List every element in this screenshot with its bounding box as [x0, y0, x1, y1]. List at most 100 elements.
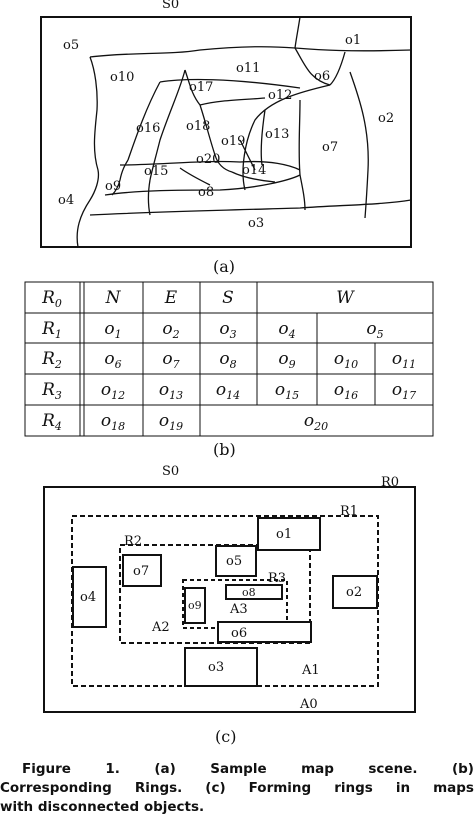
object-label: o4 — [80, 590, 96, 605]
subfigure-label-a: (a) — [213, 257, 235, 276]
region-label: o10 — [110, 70, 134, 85]
table-cell: W — [336, 288, 355, 308]
caption-word: (c) — [205, 780, 226, 796]
object-box — [184, 647, 258, 687]
ring-header-cell: R2 — [41, 349, 62, 371]
object-label: o6 — [231, 626, 247, 641]
table-cell: o9 — [278, 349, 295, 371]
region-label: o17 — [189, 80, 213, 95]
object-label: o5 — [226, 554, 242, 569]
ring-labels: R0 R1 R2 R3 — [124, 475, 399, 586]
caption-word: Sample — [210, 761, 267, 777]
caption-word: Forming — [248, 780, 312, 796]
table-cell: o19 — [159, 411, 183, 433]
map-frame — [40, 16, 412, 248]
region-label: o19 — [221, 134, 245, 149]
region-label: o9 — [105, 179, 121, 194]
table-cell: o18 — [101, 411, 125, 433]
table-cell: o1 — [104, 319, 121, 341]
object-box — [257, 517, 321, 551]
object-label: o9 — [188, 599, 202, 612]
subfigure-label-b: (b) — [213, 440, 236, 459]
table-cell: o8 — [219, 349, 236, 371]
area-label: A2 — [151, 620, 170, 635]
object-box — [215, 545, 257, 577]
ring-label: R3 — [268, 571, 286, 586]
figure-caption: Figure 1. (a) Sample map scene. (b) Corr… — [0, 760, 474, 817]
caption-word: rings — [334, 780, 373, 796]
table-cell: o5 — [366, 319, 383, 341]
table-cell: o7 — [162, 349, 179, 371]
scene-label-c: S0 — [162, 464, 179, 479]
region-label: o3 — [248, 216, 264, 231]
scene-label-a: S0 — [162, 0, 179, 12]
object-box — [122, 554, 162, 587]
region-label: o15 — [144, 164, 168, 179]
table-cell: o13 — [159, 380, 183, 402]
caption-word: Figure — [22, 761, 71, 777]
ring-header-cell: R1 — [41, 319, 62, 341]
table-cell: o11 — [392, 349, 416, 371]
region-boundaries — [76, 16, 412, 248]
object-label: o1 — [276, 527, 292, 542]
region-label: o18 — [186, 119, 210, 134]
table-cell: o12 — [101, 380, 125, 402]
subfigure-label-c: (c) — [215, 727, 236, 746]
object-box — [72, 566, 107, 628]
ring-label: R0 — [381, 475, 399, 490]
panel-c-rings-diagram: S0 o1 o2 o3 o4 o5 o6 o7 o8 o9 R — [43, 464, 416, 746]
table-cell: o15 — [275, 380, 299, 402]
caption-word: map — [301, 761, 334, 777]
ring-header-cell: R4 — [41, 411, 62, 433]
region-label: o20 — [196, 152, 220, 167]
object-boxes — [72, 517, 378, 687]
caption-word: in — [395, 780, 411, 796]
table-cell: o4 — [278, 319, 295, 341]
caption-word: 1. — [105, 761, 120, 777]
caption-word: (b) — [451, 761, 474, 777]
object-label: o3 — [208, 660, 224, 675]
table-cell: o16 — [334, 380, 358, 402]
caption-line-2: Corresponding Rings. (c) Forming rings i… — [0, 779, 474, 798]
table-cell: o14 — [216, 380, 240, 402]
table-grid — [24, 281, 434, 437]
caption-word: maps — [433, 780, 474, 796]
ring-label: R1 — [340, 504, 358, 519]
table-cell: o6 — [104, 349, 121, 371]
region-label: o16 — [136, 121, 160, 136]
area-label: A3 — [229, 602, 248, 617]
object-box — [217, 621, 312, 643]
object-box — [225, 584, 283, 600]
region-label: o6 — [314, 69, 330, 84]
region-label: o5 — [63, 38, 79, 53]
region-label: o12 — [268, 88, 292, 103]
table-cell: o10 — [334, 349, 358, 371]
panel-a-map: S0 o1 — [40, 0, 412, 276]
region-label: o4 — [58, 193, 74, 208]
table-cell: o17 — [392, 380, 416, 402]
caption-line-1: Figure 1. (a) Sample map scene. (b) — [0, 760, 474, 779]
object-box — [184, 587, 206, 624]
caption-line-3: with disconnected objects. — [0, 799, 205, 815]
caption-word: Corresponding — [0, 780, 112, 796]
ring-header-cell: R0 — [41, 288, 62, 310]
table-cell: o20 — [304, 411, 328, 433]
caption-word: (a) — [154, 761, 176, 777]
region-label: o2 — [378, 111, 394, 126]
area-labels: A0 A1 A2 A3 — [151, 602, 320, 712]
object-labels: o1 o2 o3 o4 o5 o6 o7 o8 o9 — [80, 527, 362, 675]
region-labels: o1 o2 o3 o4 o5 o6 o7 o8 o9 o10 o11 o12 o… — [58, 33, 394, 231]
table-cell: E — [164, 288, 178, 308]
region-label: o14 — [242, 163, 266, 178]
ring-header-cell: R3 — [41, 380, 62, 402]
caption-word: Rings. — [134, 780, 183, 796]
region-label: o11 — [236, 61, 260, 76]
table-cell: S — [222, 288, 234, 308]
ring-label: R2 — [124, 534, 142, 549]
object-box — [332, 575, 378, 609]
object-label: o2 — [346, 585, 362, 600]
area-label: A0 — [299, 697, 318, 712]
